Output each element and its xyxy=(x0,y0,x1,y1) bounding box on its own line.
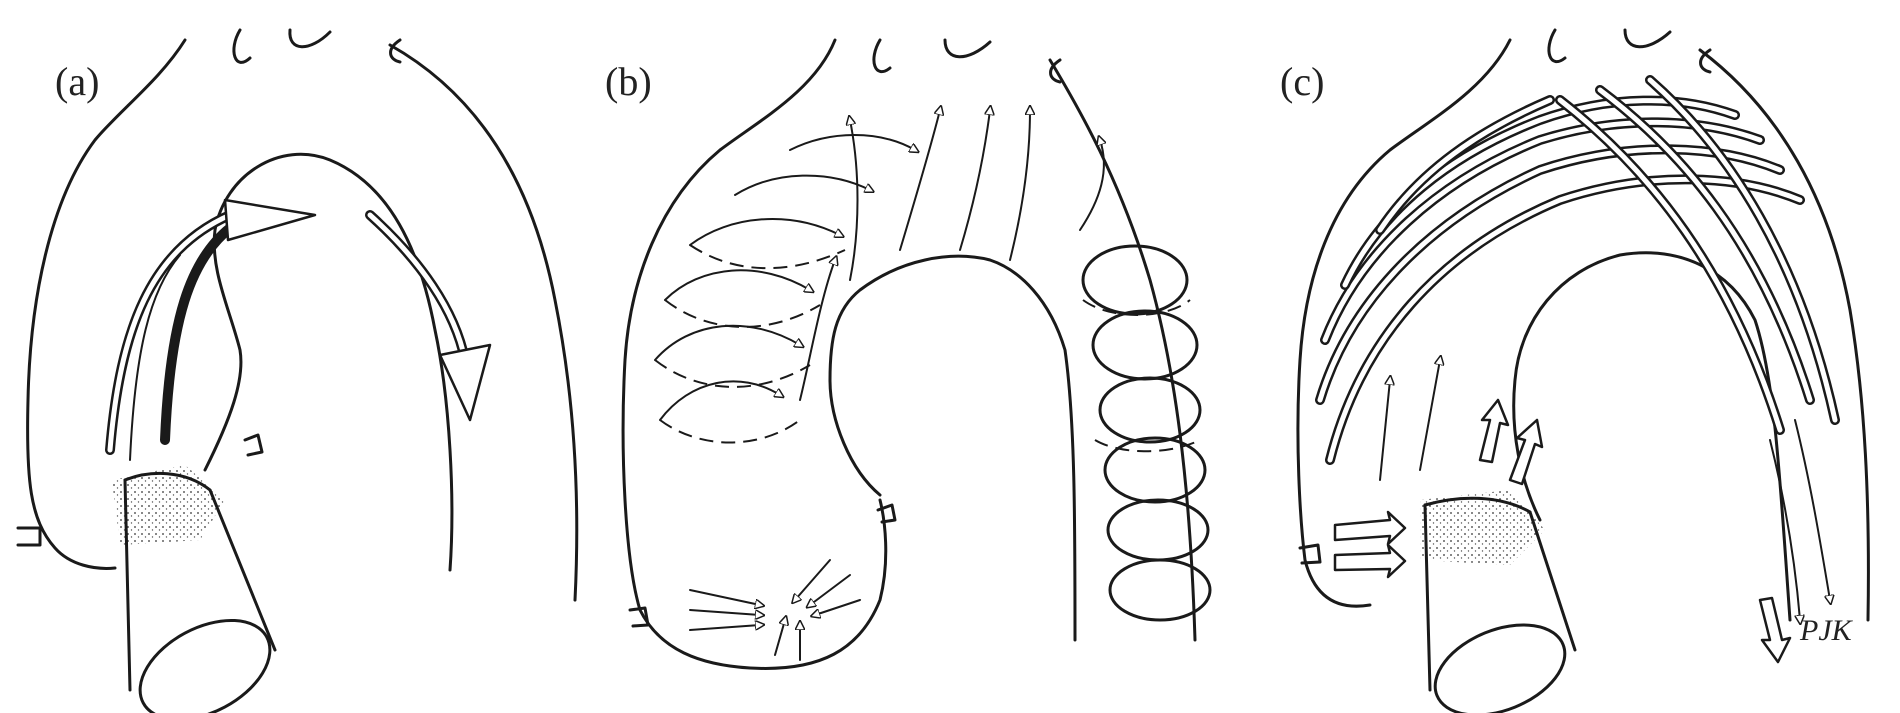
panel-c-label: (c) xyxy=(1280,59,1324,104)
artist-signature: PJK xyxy=(1799,614,1854,647)
panel-c-outflow-cone xyxy=(1420,490,1578,713)
panel-c-helical-bands xyxy=(1320,80,1835,620)
panel-a-label: (a) xyxy=(55,59,99,104)
panel-a-flow-arrows xyxy=(110,200,490,460)
panel-a: (a) xyxy=(18,30,577,713)
panel-b-inflow-jets xyxy=(690,560,860,660)
panel-c: (c) xyxy=(1280,30,1868,713)
arrow-ascending-icon xyxy=(225,200,315,240)
panel-b-label: (b) xyxy=(605,59,652,104)
panel-c-inflow-jets xyxy=(1335,400,1790,662)
panel-b: (b) xyxy=(605,40,1210,668)
panel-b-aorta-outline xyxy=(623,40,1195,668)
panel-a-aorta-outline xyxy=(28,30,577,600)
panel-a-outflow-cone xyxy=(18,435,287,713)
